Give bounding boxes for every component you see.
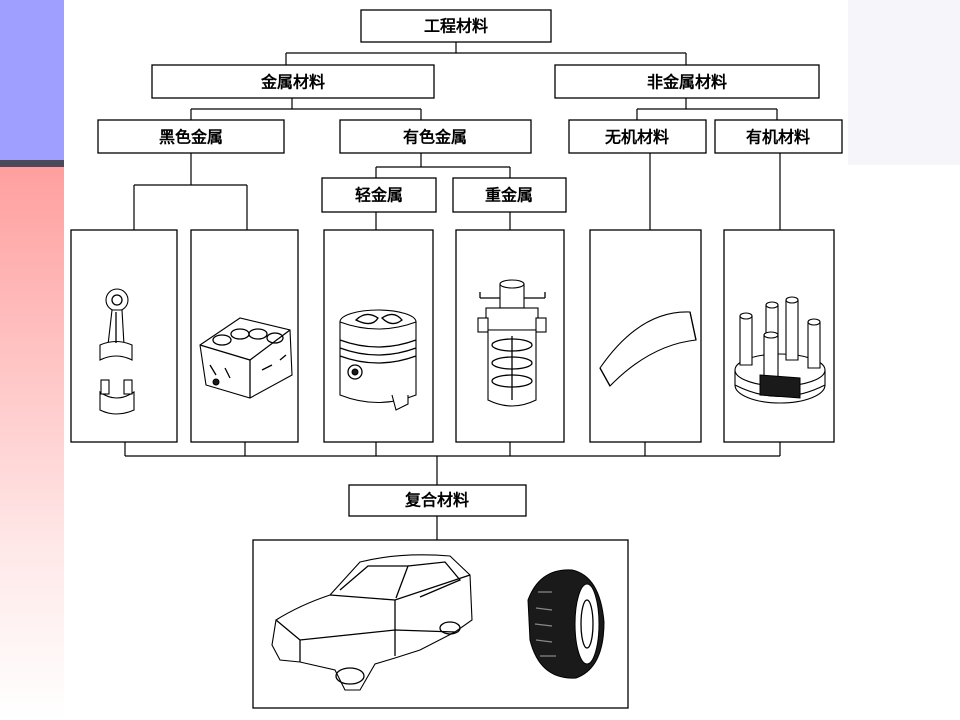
heavy-metal-node: 重金属 bbox=[452, 177, 567, 213]
root-node: 工程材料 bbox=[360, 9, 552, 43]
inorganic-node: 无机材料 bbox=[568, 119, 707, 154]
engine-block-icon bbox=[199, 317, 293, 399]
nonmetal-node: 非金属材料 bbox=[554, 64, 820, 99]
composite-panel bbox=[252, 539, 629, 709]
piston-panel bbox=[323, 229, 434, 443]
organic-node-label: 有机材料 bbox=[746, 128, 810, 147]
car-body-icon bbox=[271, 554, 473, 691]
distributor-cap-icon bbox=[734, 296, 826, 404]
composite-node-label: 复合材料 bbox=[404, 491, 469, 510]
nonmetal-node-label: 非金属材料 bbox=[647, 73, 727, 92]
organic-node: 有机材料 bbox=[714, 119, 843, 154]
inorganic-node-label: 无机材料 bbox=[604, 128, 669, 147]
piston-icon bbox=[339, 309, 417, 411]
sidebar-strip-separator bbox=[0, 160, 64, 167]
heavy-metal-node-label: 重金属 bbox=[485, 186, 533, 205]
engine-block-panel bbox=[190, 229, 299, 443]
connector-lines bbox=[124, 42, 781, 540]
root-node-label: 工程材料 bbox=[424, 17, 488, 36]
metal-node: 金属材料 bbox=[151, 64, 435, 99]
light-metal-node-label: 轻金属 bbox=[355, 186, 403, 205]
metal-node-label: 金属材料 bbox=[260, 73, 325, 92]
sidebar-strip-top bbox=[0, 0, 64, 160]
nonferrous-node: 有色金属 bbox=[339, 119, 532, 154]
ceramic-tile-icon bbox=[599, 311, 697, 387]
connecting-rod-icon bbox=[99, 288, 135, 415]
ceramic-panel bbox=[589, 229, 702, 443]
nonferrous-node-label: 有色金属 bbox=[403, 128, 467, 147]
sidebar-strip-bottom bbox=[0, 167, 64, 720]
composite-node: 复合材料 bbox=[348, 484, 527, 517]
ferrous-node-label: 黑色金属 bbox=[159, 128, 223, 147]
tire-icon bbox=[527, 569, 605, 679]
light-metal-node: 轻金属 bbox=[321, 177, 437, 213]
right-shade bbox=[848, 0, 960, 165]
ignition-coil-panel bbox=[455, 229, 565, 443]
distributor-cap-panel bbox=[723, 229, 835, 443]
connecting-rod-panel bbox=[70, 229, 178, 443]
ferrous-node: 黑色金属 bbox=[97, 119, 285, 154]
ignition-coil-icon bbox=[477, 279, 547, 407]
